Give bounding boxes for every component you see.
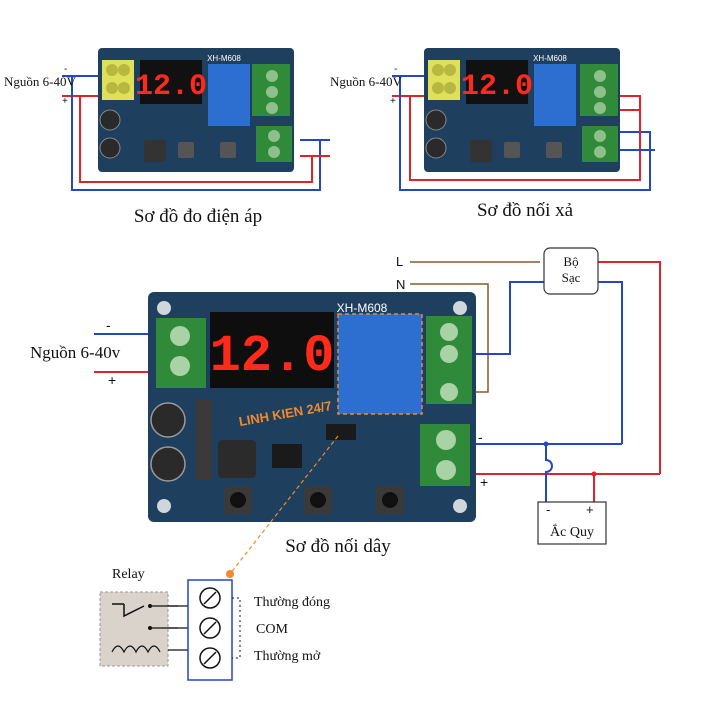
- wiring-plus: +: [108, 372, 116, 388]
- battery-minus: -: [546, 502, 550, 517]
- voltage-measure-model: XH-M608: [207, 54, 241, 63]
- relay-no-label: Thường mở: [254, 649, 321, 664]
- line-label: L: [396, 254, 403, 269]
- voltage-measure-source-label: Nguồn 6-40V: [4, 74, 76, 89]
- wiring-caption: Sơ đồ nối dây: [285, 536, 391, 557]
- relay-nc-label: Thường đóng: [254, 595, 330, 610]
- relay-detail: Relay Thường đóng COM Thường mở: [99, 567, 330, 681]
- voltage-measure-minus: -: [64, 64, 67, 75]
- charger-label-line1: Bộ: [563, 254, 578, 269]
- voltage-measure-caption: Sơ đồ đo điện áp: [134, 206, 262, 227]
- wiring-display: 12.0: [210, 327, 335, 386]
- discharge-display: 12.0: [461, 70, 533, 104]
- voltage-measure-wires: [62, 75, 330, 191]
- battery-plus: +: [586, 502, 594, 517]
- relay-com-label: COM: [256, 622, 288, 637]
- charger-box: Bộ Sạc: [543, 247, 599, 295]
- voltage-measure-diagram: 12.0 XH-M608 Nguồn 6-40V - + Sơ đồ đo đi…: [4, 48, 330, 227]
- wiring-model: XH-M608: [337, 301, 388, 315]
- battery-label: Ắc Quy: [550, 523, 594, 540]
- relay-title: Relay: [112, 567, 145, 582]
- voltage-measure-display: 12.0: [135, 70, 207, 104]
- battery-box: - + Ắc Quy: [537, 501, 607, 545]
- discharge-board: 12.0 XH-M608: [424, 48, 620, 172]
- wiring-diagram: 12.0 XH-M608 LINH KIEN 24/7 Nguồn 6-40: [30, 247, 661, 578]
- discharge-model: XH-M608: [533, 54, 567, 63]
- relay-symbol: [99, 591, 178, 667]
- voltage-measure-board: 12.0 XH-M608: [98, 48, 294, 172]
- voltage-measure-plus: +: [62, 96, 68, 107]
- wiring-source-label: Nguồn 6-40v: [30, 343, 121, 362]
- discharge-minus: -: [394, 64, 397, 75]
- discharge-caption: Sơ đồ nối xả: [477, 200, 574, 221]
- discharge-diagram: 12.0 XH-M608 Nguồn 6-40V - + Sơ đồ nối x…: [330, 48, 655, 221]
- discharge-source-label: Nguồn 6-40V: [330, 74, 402, 89]
- wiring-board: 12.0 XH-M608 LINH KIEN 24/7: [148, 292, 476, 522]
- relay-terminal-block: [187, 579, 233, 681]
- discharge-plus: +: [390, 96, 396, 107]
- charger-label-line2: Sạc: [562, 270, 581, 285]
- wiring-minus: -: [106, 317, 111, 333]
- output-minus: -: [478, 429, 483, 445]
- output-plus: +: [480, 474, 488, 490]
- neutral-label: N: [396, 277, 405, 292]
